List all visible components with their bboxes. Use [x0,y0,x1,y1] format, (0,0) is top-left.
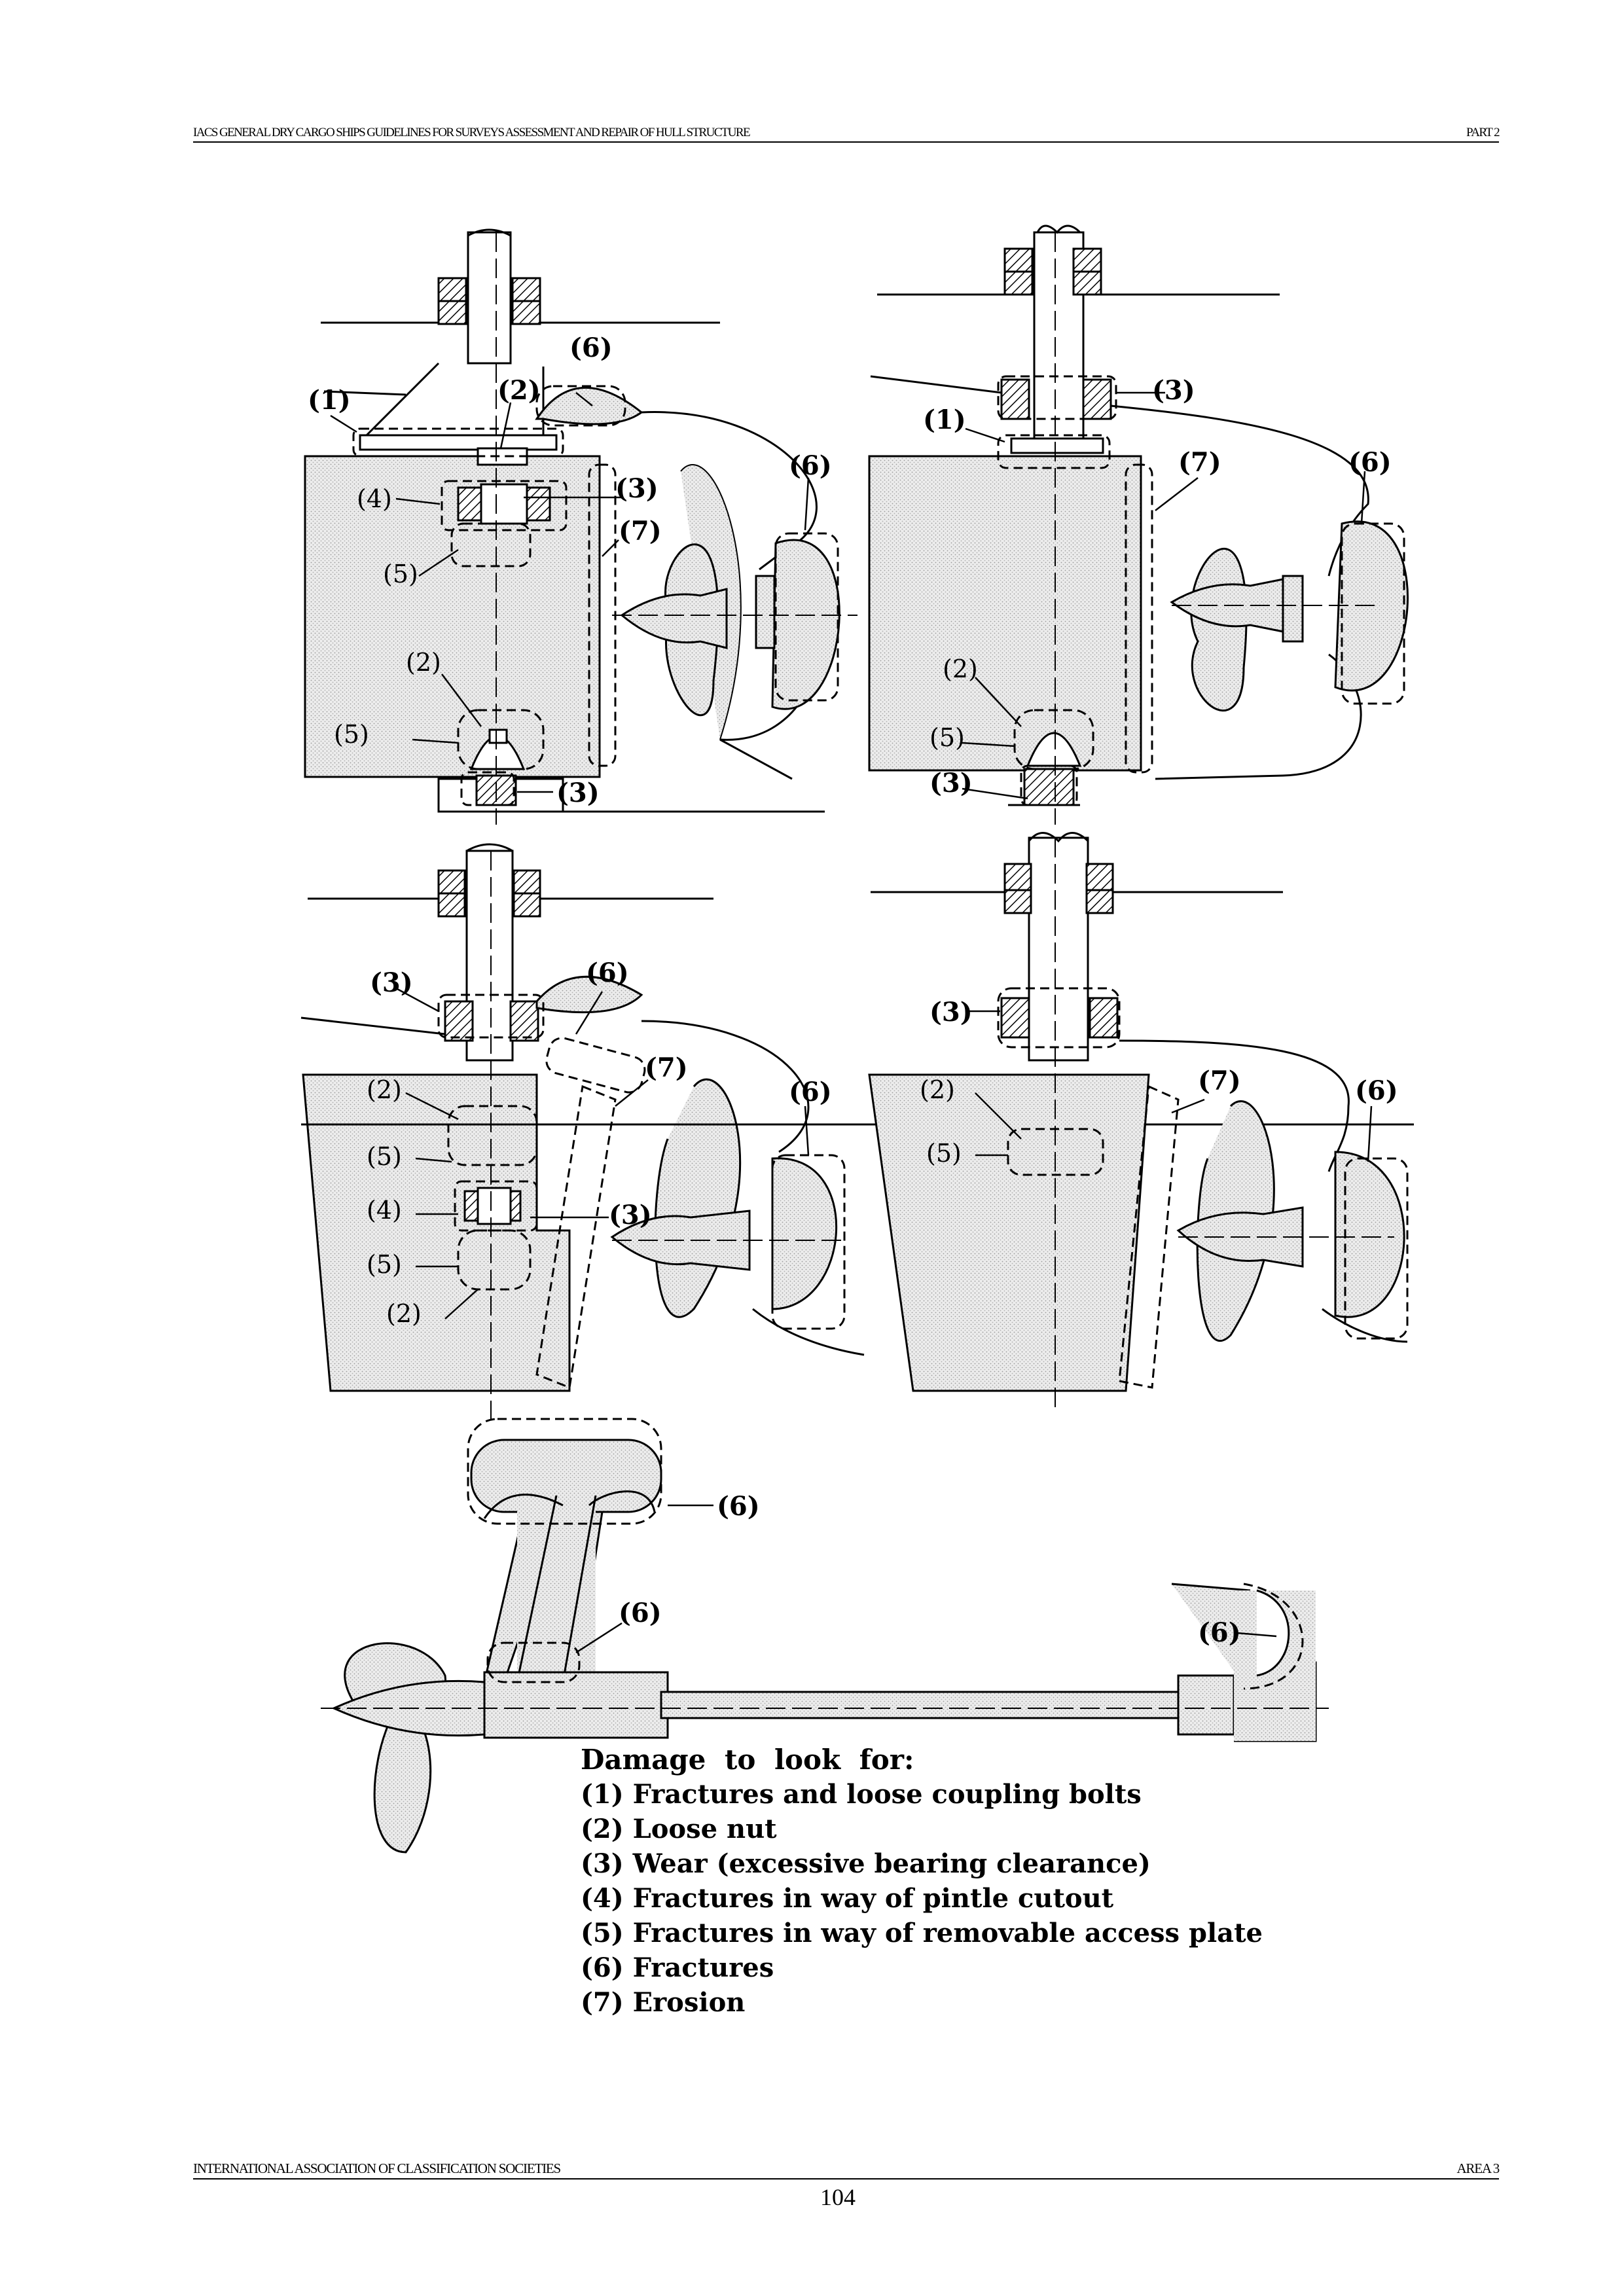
page-footer: INTERNATIONAL ASSOCIATION OF CLASSIFICAT… [193,2160,1500,2179]
callout-labels: (1) (2) (6) (3) (4) (7) (6) (5) (2) (5) … [308,332,1398,1648]
header-title: IACS GENERAL DRY CARGO SHIPS GUIDELINES … [193,126,751,139]
callout-leaders [330,391,1373,1654]
callout-6: (6) [789,450,832,481]
callout-6: (6) [789,1077,832,1107]
panel-middle-right [868,832,1409,1414]
legend-item-2: (2) Loose nut [581,1814,777,1844]
callout-7: (7) [645,1052,688,1083]
callout-3: (3) [609,1200,652,1230]
legend-item-7: (7) Erosion [581,1987,746,2018]
callout-2: (2) [943,655,978,683]
legend-title: Damage to look for: [581,1744,914,1776]
legend-item-4: (4) Fractures in way of pintle cutout [581,1883,1114,1914]
callout-5: (5) [367,1142,402,1171]
legend-item-1: (1) Fractures and loose coupling bolts [581,1779,1142,1810]
callout-2: (2) [367,1075,402,1104]
panel-bottom [321,1418,1329,1854]
footer-organization: INTERNATIONAL ASSOCIATION OF CLASSIFICAT… [193,2161,561,2176]
callout-7: (7) [1198,1066,1241,1096]
callout-6: (6) [1355,1075,1398,1106]
callout-2: (2) [386,1299,422,1328]
callout-6: (6) [619,1598,662,1628]
callout-7: (7) [1178,447,1221,478]
panel-middle-left [300,843,1414,1427]
callout-3: (3) [929,768,973,798]
header-part: PART 2 [1466,126,1500,139]
callout-5: (5) [929,723,965,752]
callout-2: (2) [406,648,441,677]
callout-6: (6) [1348,447,1392,478]
callout-5: (5) [926,1139,962,1168]
page-header: IACS GENERAL DRY CARGO SHIPS GUIDELINES … [193,124,1500,143]
callout-2: (2) [920,1075,955,1104]
callout-5: (5) [334,720,369,749]
callout-6: (6) [569,332,613,363]
legend-item-6: (6) Fractures [581,1952,774,1983]
panel-top-right [868,224,1409,825]
legend-item-5: (5) Fractures in way of removable access… [581,1918,1263,1948]
callout-3: (3) [615,473,659,504]
callout-5: (5) [383,560,418,588]
callout-4: (4) [357,484,392,513]
callout-2: (2) [497,375,541,406]
callout-3: (3) [929,997,973,1028]
callout-6: (6) [1198,1617,1241,1648]
callout-1: (1) [308,385,351,416]
callout-1: (1) [923,404,966,435]
page-number: 104 [820,2184,856,2210]
callout-3: (3) [1152,375,1195,406]
callout-3: (3) [370,967,413,998]
callout-7: (7) [619,516,662,547]
callout-5: (5) [367,1250,402,1279]
damage-legend: Damage to look for: (1) Fractures and lo… [581,1742,1263,2020]
footer-area: AREA 3 [1456,2161,1500,2176]
callout-6: (6) [717,1491,760,1522]
panel-top-left [304,228,857,825]
callout-3: (3) [556,778,600,808]
callout-4: (4) [367,1196,402,1225]
legend-item-3: (3) Wear (excessive bearing clearance) [581,1848,1151,1879]
callout-6: (6) [586,958,629,988]
